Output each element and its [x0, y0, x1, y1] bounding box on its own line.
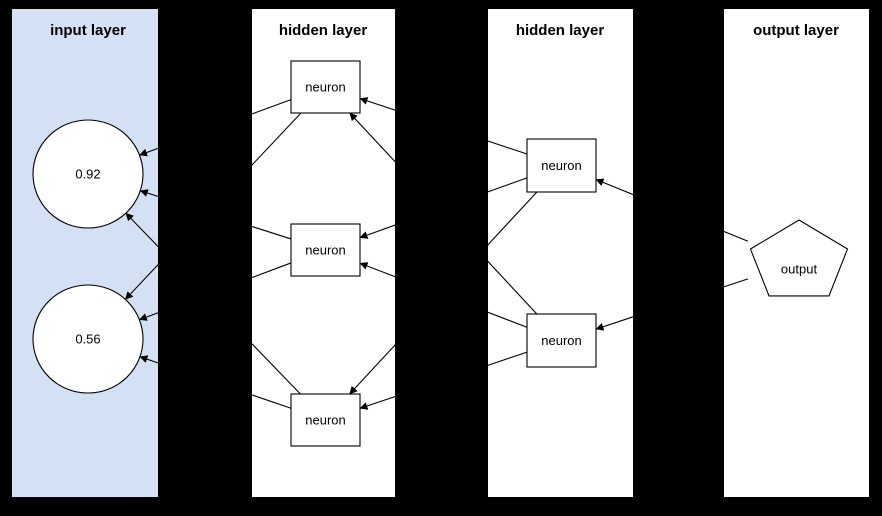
edge-e-h1n2-in1 — [139, 189, 292, 240]
node-hidden1-neuron-2[interactable]: neuron — [290, 223, 361, 277]
node-input-node-2[interactable]: 0.56 — [32, 284, 144, 394]
node-label: neuron — [305, 242, 345, 257]
circle-shape — [32, 284, 144, 394]
node-label: output — [781, 261, 818, 276]
title-output-layer: output layer — [753, 22, 839, 39]
edge-e-h2n2-h1n1 — [349, 112, 538, 315]
panel-input-layer — [12, 9, 158, 497]
edge-e-h2n2-h1n2 — [359, 262, 528, 328]
node-hidden2-neuron-2[interactable]: neuron — [526, 313, 597, 368]
node-label: neuron — [305, 79, 345, 94]
title-input-layer: input layer — [50, 22, 126, 39]
circle-shape — [32, 119, 144, 229]
node-output-node[interactable]: output — [749, 219, 849, 297]
node-label: neuron — [541, 333, 581, 348]
rect-shape — [526, 138, 597, 193]
node-label: 0.92 — [75, 166, 100, 181]
edge-e-h1n3-in1 — [125, 212, 301, 395]
node-hidden2-neuron-1[interactable]: neuron — [526, 138, 597, 193]
title-hidden-layer-1: hidden layer — [279, 22, 368, 39]
edge-e-h2n1-h1n1 — [359, 97, 528, 155]
edge-e-h1n2-in2 — [138, 262, 292, 321]
rect-shape — [290, 60, 361, 114]
edge-e-h2n1-h1n3 — [349, 191, 538, 395]
rect-shape — [290, 393, 361, 447]
pentagon-shape — [749, 219, 849, 297]
node-label: neuron — [541, 158, 581, 173]
rect-shape — [526, 313, 597, 368]
rect-shape — [290, 223, 361, 277]
layer-nodes: 0.92 0.56 neuron neuron neuron neuron neuron ou… — [32, 60, 849, 447]
edge-e-h2n2-h1n3 — [359, 351, 528, 410]
connection-edges — [124, 97, 749, 410]
edge-e-out-h2n1 — [595, 178, 749, 242]
edge-e-h1n1-in2 — [124, 112, 302, 300]
edge-e-h1n1-in1 — [139, 99, 292, 157]
edge-e-out-h2n2 — [595, 278, 749, 331]
node-input-node-1[interactable]: 0.92 — [32, 119, 144, 229]
node-label: 0.56 — [75, 331, 100, 346]
node-hidden1-neuron-1[interactable]: neuron — [290, 60, 361, 114]
node-label: neuron — [305, 412, 345, 427]
node-hidden1-neuron-3[interactable]: neuron — [290, 393, 361, 447]
edge-e-h2n1-h1n2 — [359, 177, 528, 239]
title-hidden-layer-2: hidden layer — [516, 22, 605, 39]
layer-titles: input layer hidden layer hidden layer outpu… — [50, 22, 839, 39]
panel-hidden-layer-2 — [488, 9, 633, 497]
layer-panels — [12, 9, 869, 497]
edge-e-h1n3-in2 — [139, 355, 292, 409]
